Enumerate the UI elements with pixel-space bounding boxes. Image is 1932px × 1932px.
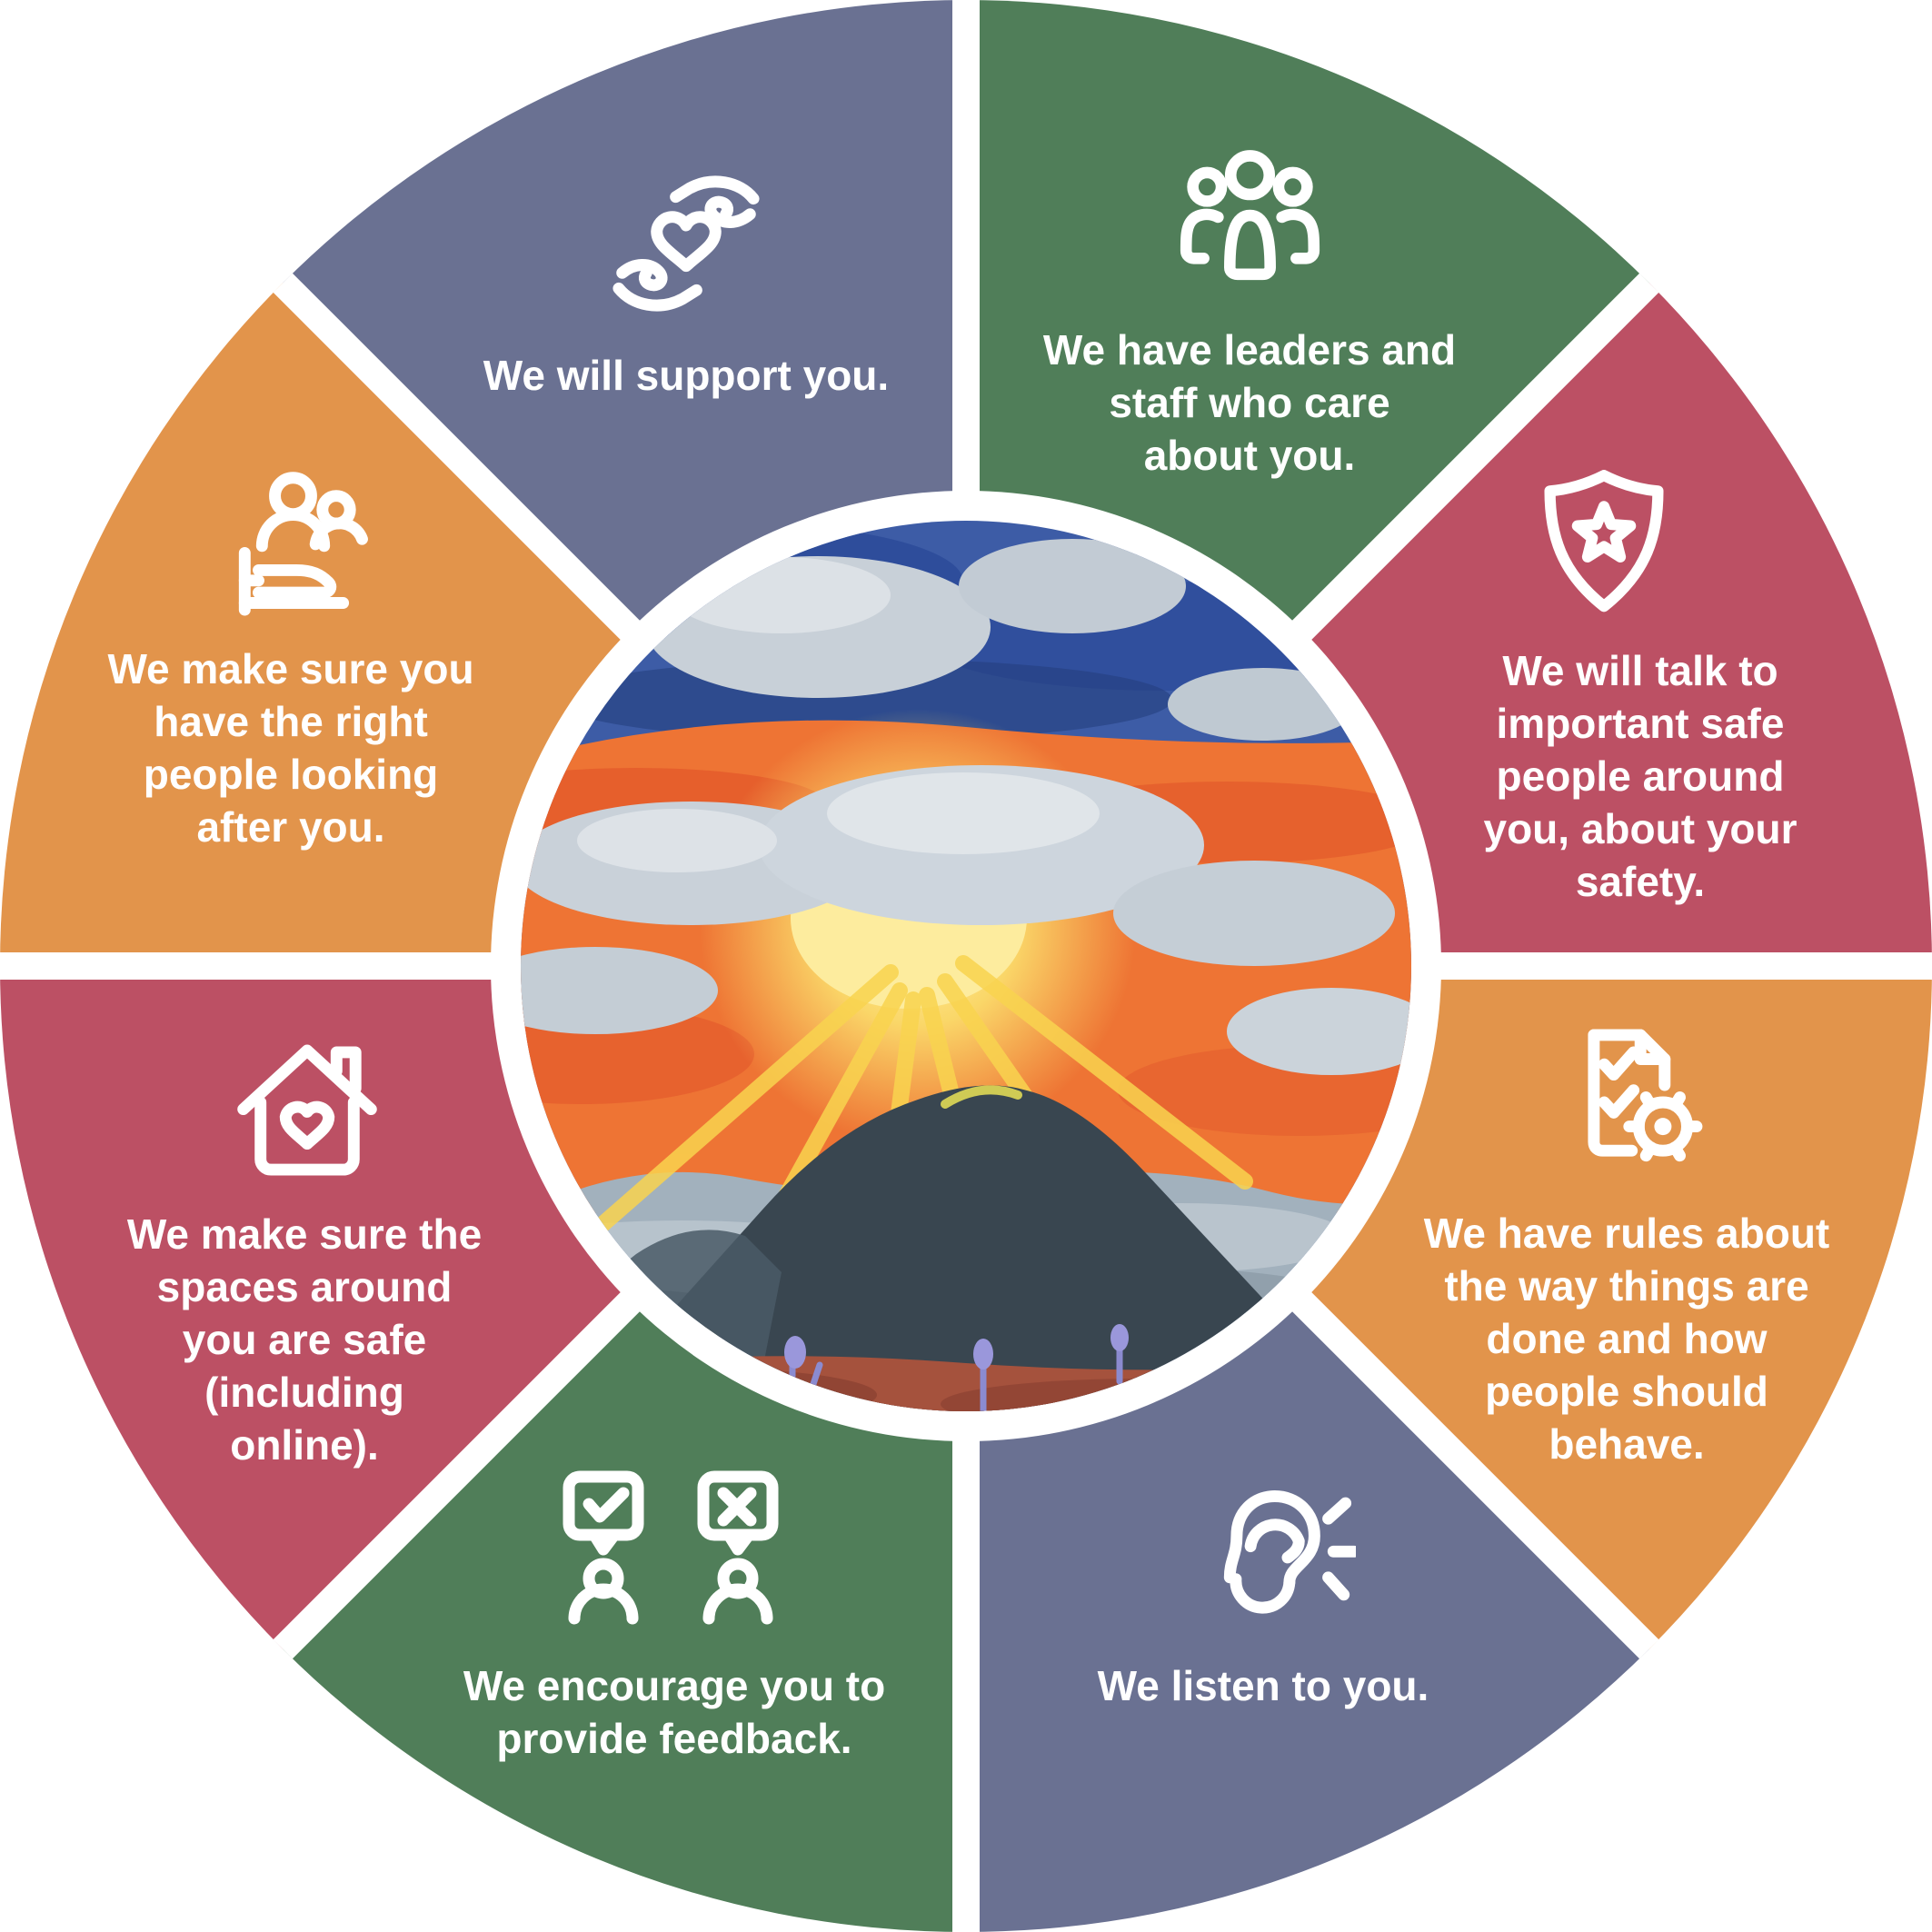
safeguarding-wheel	[0, 0, 1932, 1932]
